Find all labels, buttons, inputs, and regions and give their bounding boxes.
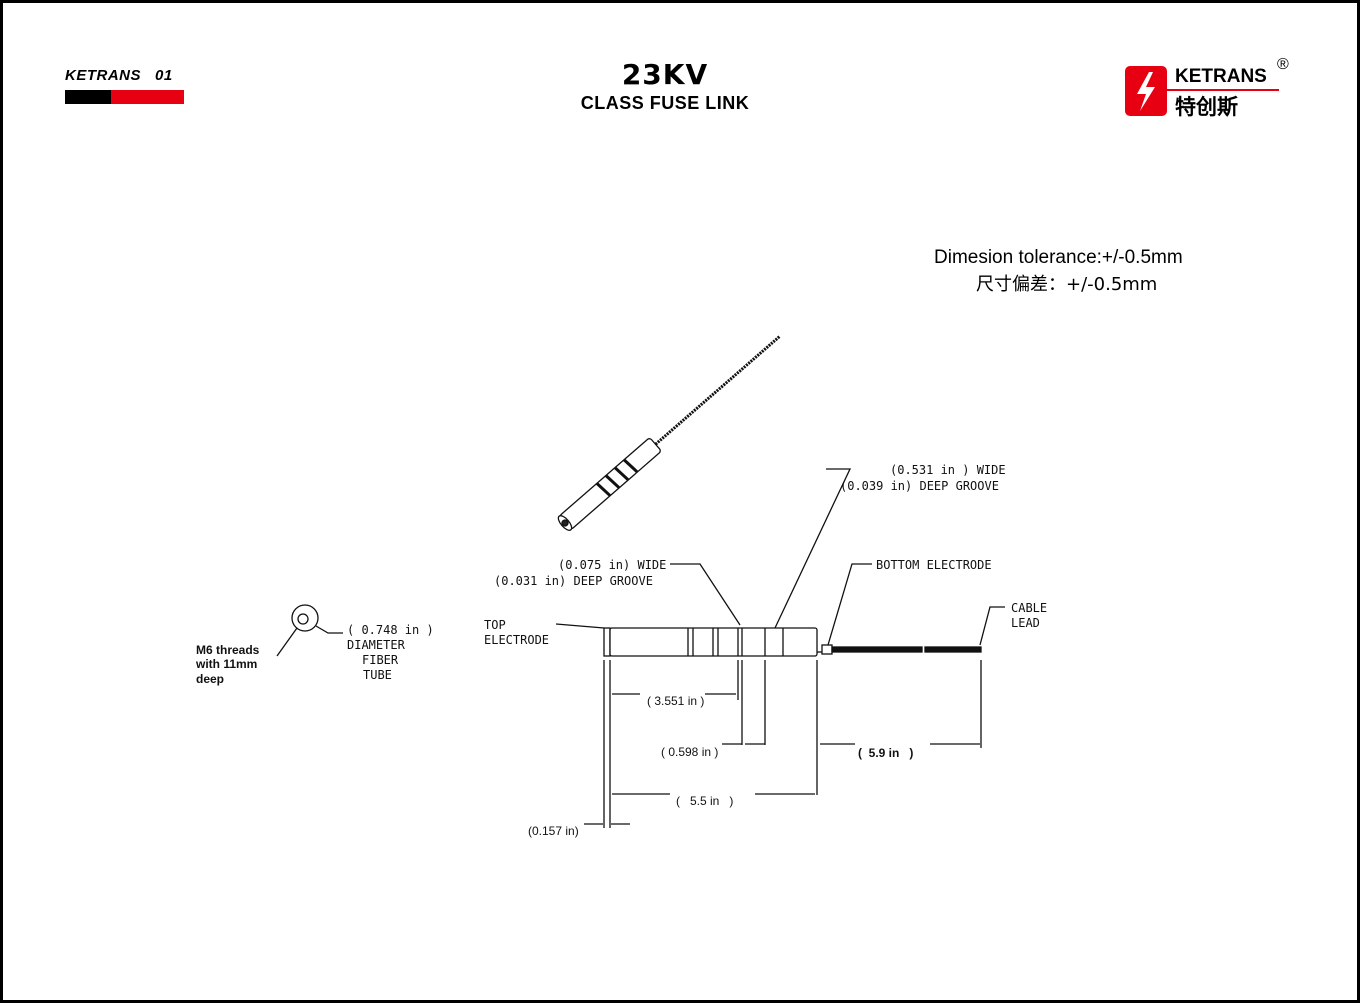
logo-cn-text: 特创斯 [1175, 95, 1238, 119]
dim-5-5: ( 5.5 in ) [676, 794, 733, 808]
tolerance-en: Dimesion tolerance:+/-0.5mm [934, 247, 1183, 268]
tube-end-view [291, 604, 319, 632]
dim-0598: ( 0.598 in ) [661, 745, 718, 759]
title-block: 23KV CLASS FUSE LINK [0, 58, 1330, 114]
fuse-side-view [603, 627, 982, 657]
top-label: TOP [484, 618, 506, 632]
lead-label: LEAD [1011, 616, 1040, 630]
diameter-label: DIAMETER [347, 638, 406, 652]
page-subtitle: CLASS FUSE LINK [580, 93, 750, 113]
lightning-icon [1125, 66, 1167, 116]
tolerance-note: Dimesion tolerance:+/-0.5mm 尺寸偏差：+/-0.5m… [934, 247, 1183, 296]
groove2-width-label: (0.075 in) WIDE [558, 558, 666, 572]
diameter-value: ( 0.748 in ) [347, 623, 434, 637]
tolerance-cn: 尺寸偏差：+/-0.5mm [976, 274, 1158, 295]
brand-color-bar [65, 90, 184, 104]
brand-left-text: KETRANS 01 [65, 67, 173, 84]
groove1-depth-label: (0.039 in) DEEP GROOVE [840, 479, 999, 493]
groove2-depth-label: (0.031 in) DEEP GROOVE [494, 574, 653, 588]
fiber-label: FIBER [362, 653, 399, 667]
dim-3551: ( 3.551 in ) [647, 694, 704, 708]
dim-0157: (0.157 in) [528, 824, 579, 838]
brand-left: KETRANS 01 [65, 67, 184, 104]
ketrans-logo: KETRANS 特创斯 ® [1125, 56, 1295, 119]
page-title: 23KV [621, 58, 709, 91]
bottom-electrode-label: BOTTOM ELECTRODE [876, 558, 992, 572]
tube-label: TUBE [363, 668, 392, 682]
m6-depth-label: with 11mm [195, 657, 257, 671]
m6-deep-label: deep [196, 672, 224, 686]
registered-icon: ® [1277, 56, 1289, 73]
isometric-fuse-view [557, 334, 782, 531]
m6-threads-label: M6 threads [196, 643, 260, 657]
cable-label: CABLE [1011, 601, 1047, 615]
groove1-width-label: (0.531 in ) WIDE [890, 463, 1006, 477]
logo-text: KETRANS [1175, 66, 1267, 87]
dim-5-9: ( 5.9 in ) [858, 746, 913, 760]
electrode-label: ELECTRODE [484, 633, 549, 647]
